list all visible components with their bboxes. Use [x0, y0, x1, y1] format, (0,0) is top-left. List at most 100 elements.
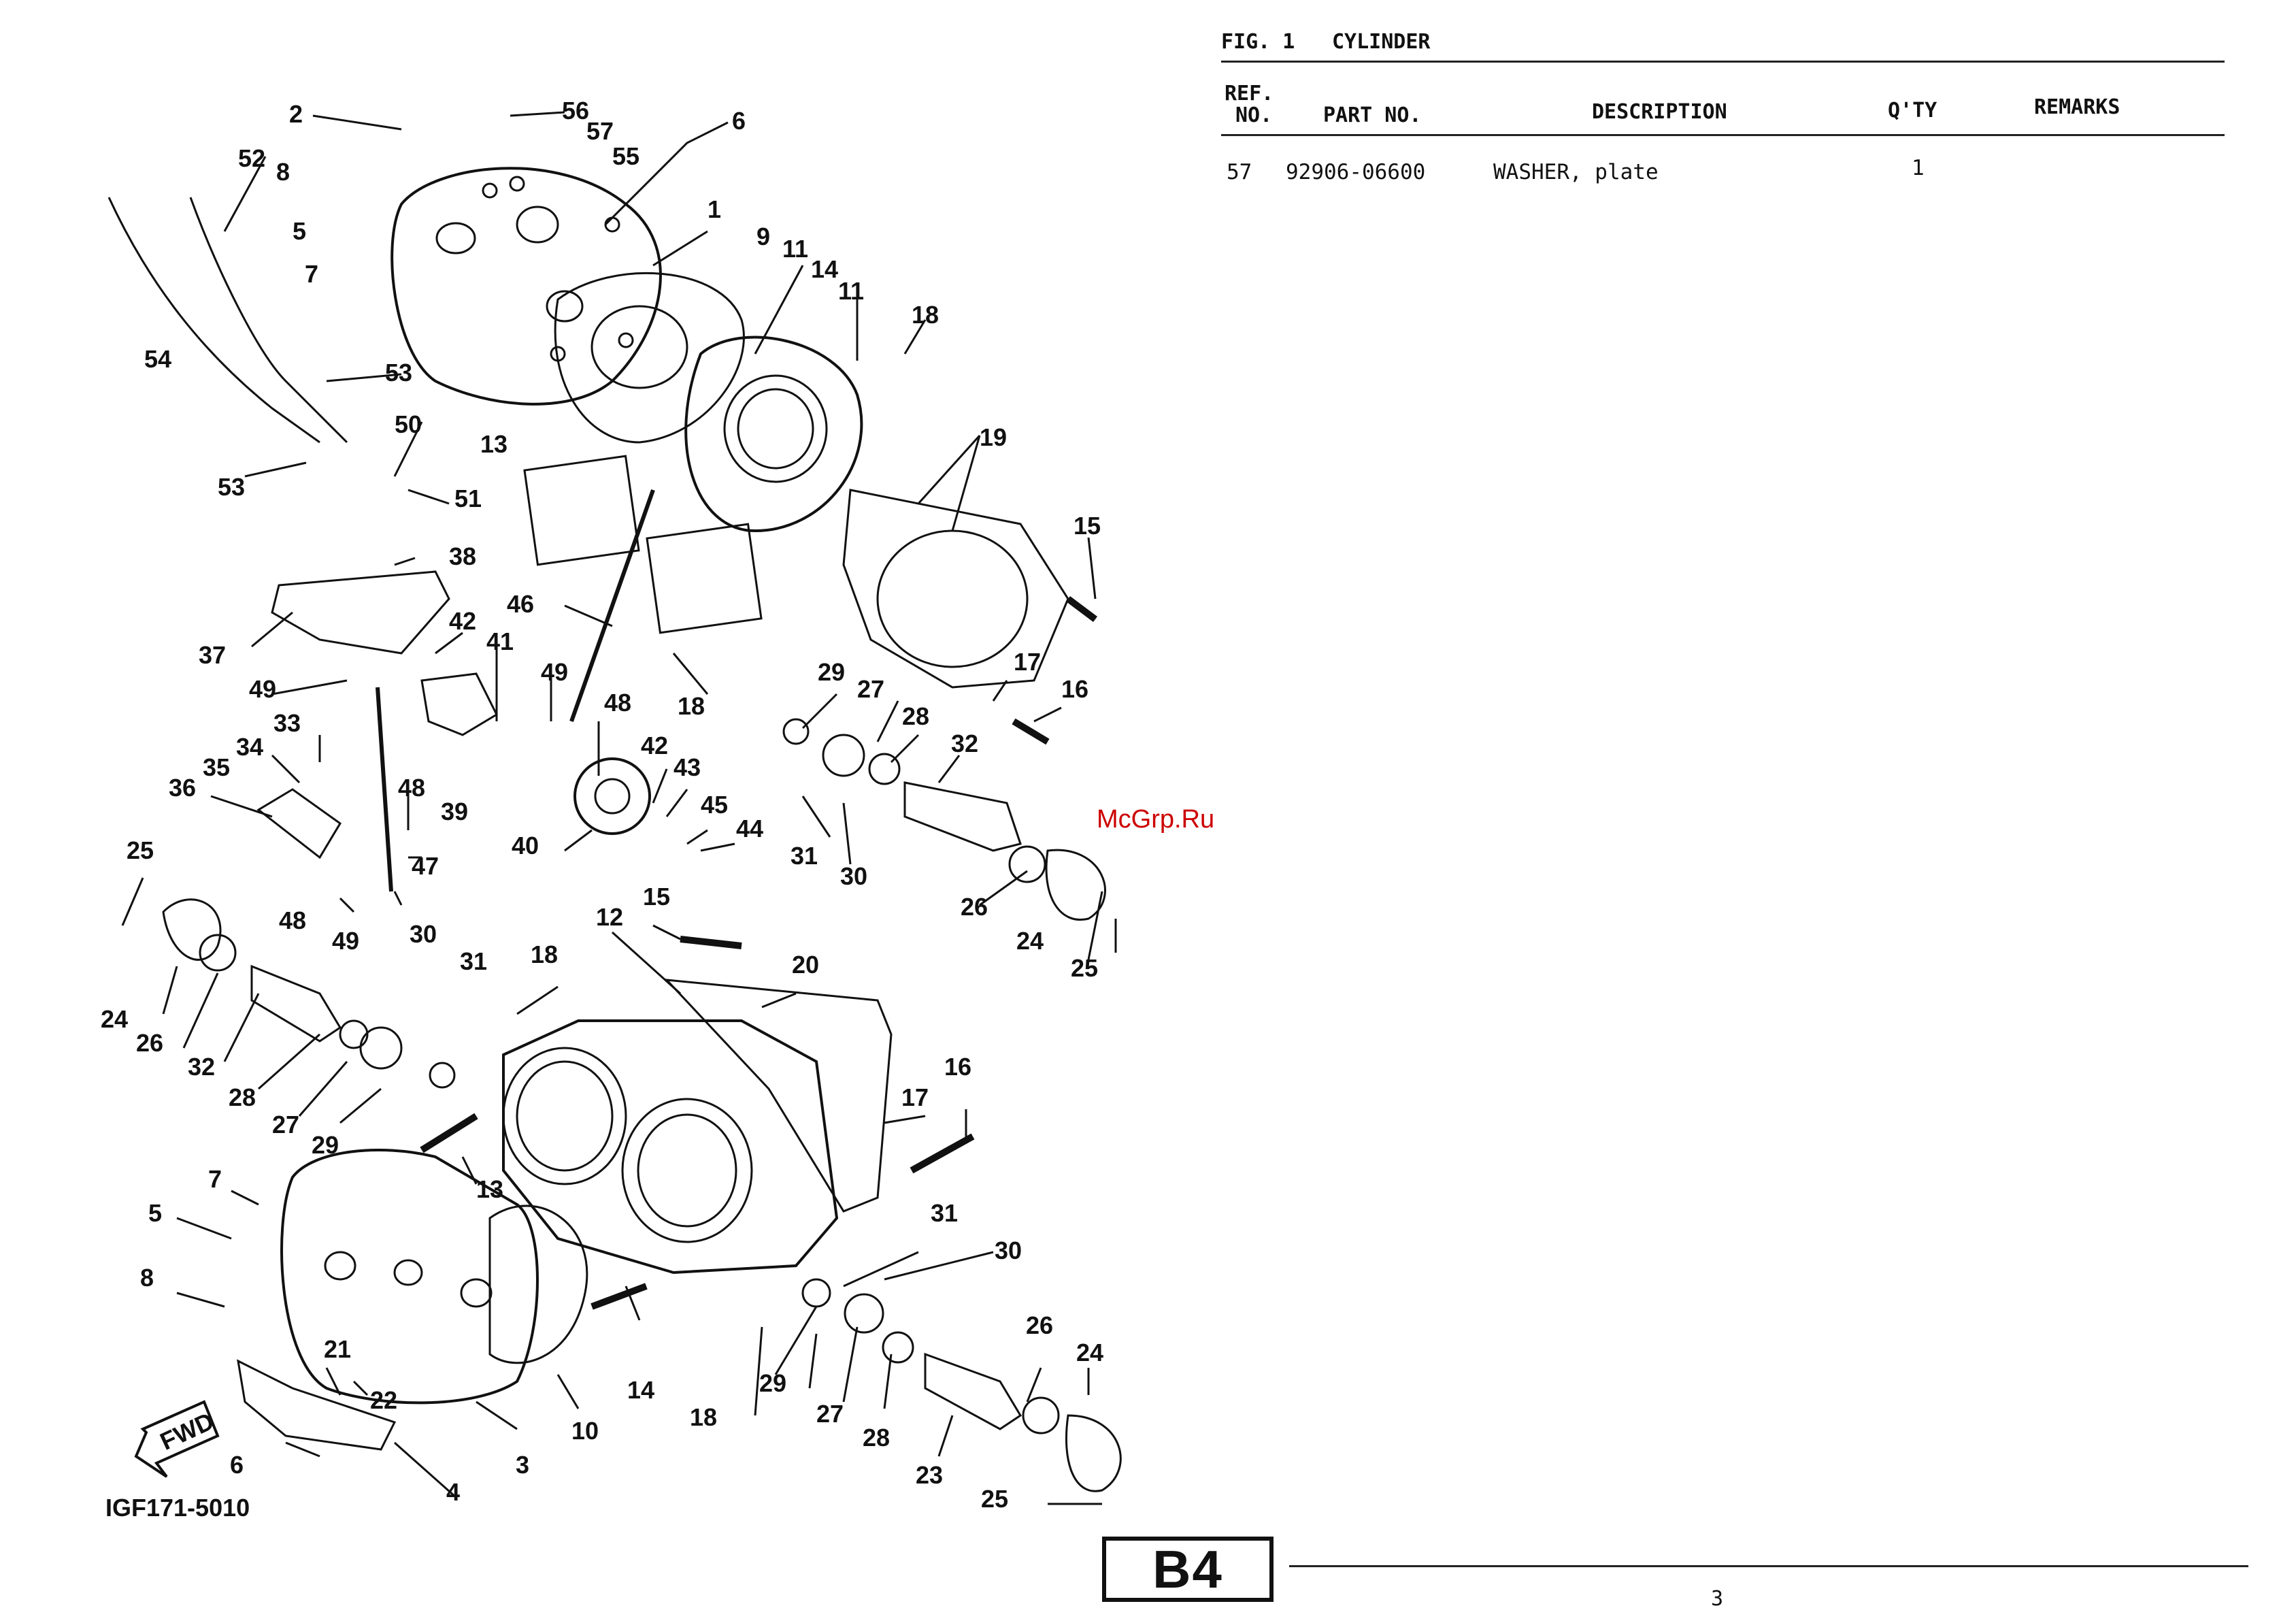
callout-35: 35: [203, 753, 230, 781]
callout-45: 45: [701, 791, 728, 819]
callout-31b: 31: [460, 947, 487, 975]
figure-label: FIG. 1: [1221, 30, 1295, 54]
callout-12: 12: [596, 903, 623, 931]
callout-10: 10: [571, 1417, 599, 1445]
row-description: WASHER, plate: [1493, 160, 1659, 184]
col-remarks: REMARKS: [2034, 95, 2120, 119]
callout-7b: 7: [208, 1165, 222, 1193]
callout-30b: 30: [410, 920, 437, 948]
callout-53b: 53: [218, 473, 245, 501]
callout-50: 50: [395, 410, 422, 438]
callout-13: 13: [480, 430, 508, 458]
callout-18d: 18: [690, 1403, 717, 1431]
callout-54: 54: [144, 345, 171, 373]
callout-30c: 30: [995, 1236, 1022, 1264]
callout-42b: 42: [641, 732, 668, 759]
callout-47: 47: [412, 852, 439, 880]
callout-40: 40: [512, 832, 539, 859]
callout-16: 16: [1061, 675, 1088, 703]
callout-7: 7: [305, 260, 318, 288]
callout-38: 38: [449, 542, 476, 570]
figure-title: CYLINDER: [1332, 30, 1431, 54]
callout-18b: 18: [678, 692, 705, 720]
exploded-diagram: FWD 2 56 57 55 6 52 8 5 7 1 9 11 14 11 1…: [101, 97, 1122, 1522]
callout-14b: 14: [627, 1376, 654, 1404]
callout-17b: 17: [901, 1083, 929, 1111]
callout-57: 57: [586, 117, 614, 145]
callout-6b: 6: [230, 1451, 244, 1479]
callout-51: 51: [454, 485, 482, 512]
callout-3: 3: [516, 1451, 529, 1479]
callout-16b: 16: [944, 1053, 971, 1081]
row-qty: 1: [1912, 156, 1925, 180]
callout-46: 46: [507, 590, 534, 618]
col-qty: Q'TY: [1888, 99, 1937, 122]
callout-13b: 13: [476, 1175, 503, 1203]
callout-48b: 48: [398, 774, 425, 802]
callout-53: 53: [385, 359, 412, 387]
callout-19: 19: [980, 423, 1007, 451]
callout-24: 24: [1016, 927, 1044, 955]
callout-14: 14: [811, 255, 838, 283]
callout-32b: 32: [188, 1053, 215, 1081]
callout-15: 15: [1074, 512, 1101, 540]
section-badge: B4: [1102, 1537, 1274, 1602]
callout-29c: 29: [759, 1369, 786, 1397]
diagram-art: [107, 111, 1122, 1505]
callout-2: 2: [289, 100, 303, 128]
callout-29: 29: [818, 658, 845, 686]
callout-26c: 26: [1026, 1311, 1053, 1339]
callout-21: 21: [324, 1335, 351, 1363]
col-description: DESCRIPTION: [1592, 100, 1727, 124]
callout-27c: 27: [816, 1400, 844, 1428]
row-part-no: 92906-06600: [1286, 160, 1426, 184]
callout-31c: 31: [931, 1199, 958, 1227]
callout-56: 56: [562, 97, 589, 125]
header-rule-bottom: [1221, 134, 2225, 136]
callout-44: 44: [736, 815, 763, 842]
callout-25b: 25: [1071, 954, 1098, 982]
callout-49: 49: [249, 675, 276, 703]
callout-9: 9: [756, 223, 770, 250]
row-ref: 57: [1227, 160, 1252, 184]
callout-41: 41: [486, 627, 514, 655]
callout-numbers: 2 56 57 55 6 52 8 5 7 1 9 11 14 11 18 54…: [101, 97, 1103, 1513]
callout-52: 52: [238, 144, 265, 172]
callout-8b: 8: [140, 1264, 154, 1292]
callout-28: 28: [902, 702, 929, 730]
watermark: McGrp.Ru: [1097, 805, 1215, 834]
callout-42: 42: [449, 607, 476, 635]
footer-rule: [1289, 1565, 2248, 1567]
callout-15b: 15: [643, 883, 670, 911]
callout-30: 30: [840, 862, 867, 890]
callout-39: 39: [441, 798, 468, 825]
callout-32: 32: [951, 729, 978, 757]
callout-29b: 29: [312, 1131, 339, 1159]
callout-26: 26: [961, 893, 988, 921]
callout-5b: 5: [148, 1199, 162, 1227]
callout-24b: 24: [101, 1005, 128, 1033]
callout-28b: 28: [229, 1083, 256, 1111]
callout-49b: 49: [541, 658, 568, 686]
callout-11: 11: [782, 235, 808, 263]
callout-33: 33: [273, 709, 301, 737]
callout-43: 43: [673, 753, 701, 781]
callout-20: 20: [792, 951, 819, 979]
callout-25: 25: [127, 836, 154, 864]
callout-8: 8: [276, 158, 290, 186]
callout-31: 31: [791, 842, 818, 870]
callout-18: 18: [912, 301, 939, 329]
callout-28c: 28: [863, 1424, 890, 1452]
diagram-code: IGF171-5010: [105, 1494, 250, 1522]
callout-48c: 48: [279, 906, 306, 934]
callout-6: 6: [732, 107, 746, 135]
callout-34: 34: [236, 733, 263, 761]
callout-26b: 26: [136, 1029, 163, 1057]
callout-36: 36: [169, 774, 196, 802]
callout-4: 4: [446, 1478, 460, 1506]
page-number: 3: [1711, 1587, 1724, 1611]
callout-11b: 11: [838, 277, 864, 305]
callout-48: 48: [604, 689, 631, 717]
callout-24c: 24: [1076, 1339, 1103, 1366]
